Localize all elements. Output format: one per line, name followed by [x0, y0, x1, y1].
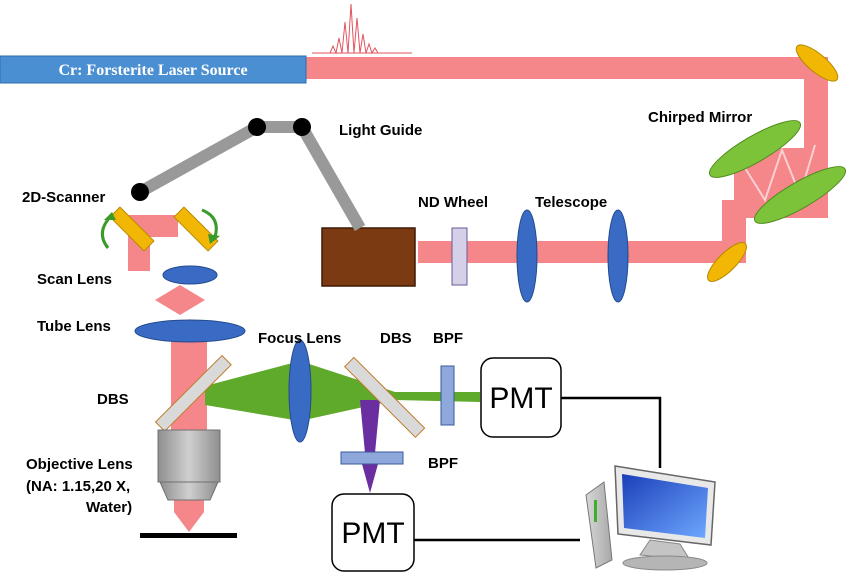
telescope-lens-1: [516, 209, 538, 303]
turning-mirror-top: [795, 44, 839, 82]
pmt-right-label: PMT: [489, 382, 552, 415]
light-guide: [131, 118, 366, 231]
laser-beam: [128, 57, 828, 532]
cable-right: [561, 396, 662, 468]
nd-wheel: [451, 227, 468, 286]
objective-lens: [157, 429, 221, 501]
bpf-bottom-label: BPF: [428, 455, 458, 472]
bpf-top-label: BPF: [433, 330, 463, 347]
objective-label-line3: Water): [86, 499, 132, 516]
scanner-mirror-left: [109, 206, 155, 252]
guide-joint-2: [248, 118, 266, 136]
detector-box: [321, 227, 416, 287]
guide-joint-3: [131, 183, 149, 201]
purple-emission-beam: [360, 400, 380, 493]
telescope-label: Telescope: [535, 194, 607, 211]
dbs-left-label: DBS: [97, 391, 129, 408]
light-guide-label: Light Guide: [339, 122, 422, 139]
bpf-top-filter: [440, 365, 455, 426]
pmt-bottom-label: PMT: [341, 517, 404, 550]
chirped-mirror-label: Chirped Mirror: [648, 109, 752, 126]
chirped-mirror-upper: [709, 120, 801, 178]
scan-lens-label: Scan Lens: [37, 271, 112, 288]
dbs-left: [154, 354, 232, 432]
focus-lens: [288, 339, 312, 443]
turning-mirror-bottom: [707, 242, 747, 282]
scanner-rotation-arrows: [100, 208, 220, 249]
dbs-right: [343, 356, 426, 439]
nd-wheel-label: ND Wheel: [418, 194, 488, 211]
bpf-bottom-filter: [340, 451, 404, 465]
green-emission-beam: [205, 361, 480, 421]
chirped-mirror-lower: [754, 166, 846, 224]
laser-pulse-icon: [312, 3, 412, 55]
focus-lens-label: Focus Lens: [258, 330, 341, 347]
scanner-label: 2D-Scanner: [22, 189, 106, 206]
tube-lens-label: Tube Lens: [37, 318, 111, 335]
scanner-mirror-right: [173, 206, 219, 252]
sample-stage: [140, 533, 237, 538]
computer-icon: [585, 465, 716, 571]
scan-lens: [162, 265, 218, 285]
telescope-lens-2: [607, 209, 629, 303]
objective-label-line2: (NA: 1.15,20 X,: [26, 478, 130, 495]
laser-source-label: Cr: Forsterite Laser Source: [58, 62, 247, 79]
guide-joint-1: [293, 118, 311, 136]
tube-lens: [134, 319, 246, 343]
pmt-bottom-box: [331, 493, 415, 572]
dbs-right-label: DBS: [380, 330, 412, 347]
objective-label-line1: Objective Lens: [26, 456, 133, 473]
laser-source-bar: [0, 55, 307, 84]
